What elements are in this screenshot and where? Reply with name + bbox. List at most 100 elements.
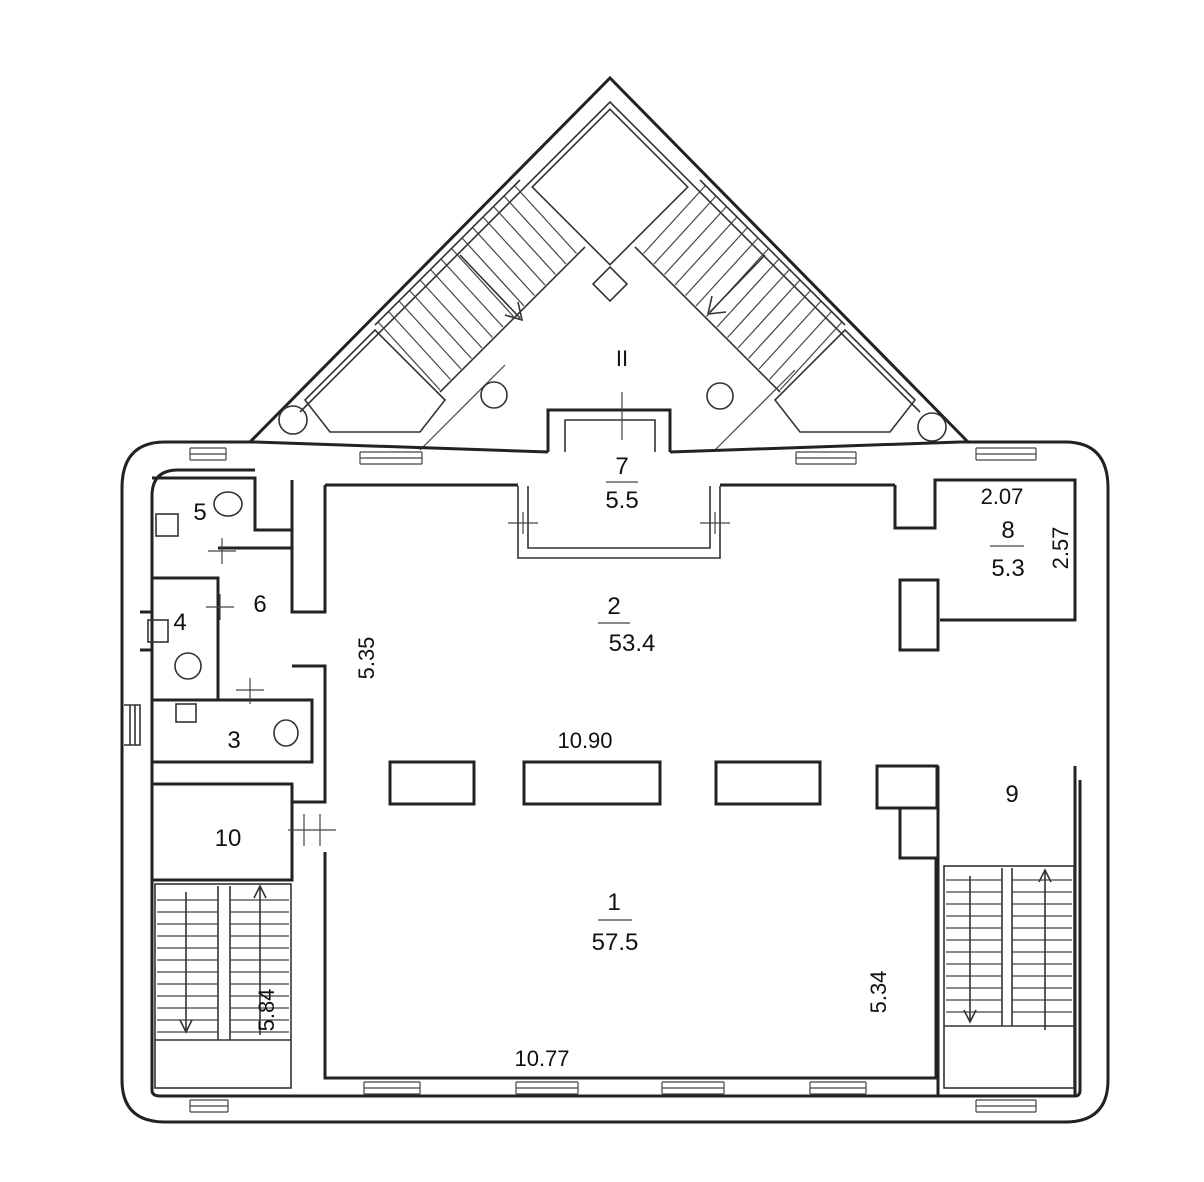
tower-right-tread	[779, 321, 843, 391]
labels: 2 53.4 1 57.5 7 5.5 8 5.3 9 10 3 4 5 6 I…	[173, 346, 1073, 1071]
room-9-walls	[936, 766, 1077, 1096]
tower-left-stringer	[374, 179, 521, 326]
tower-top-landing	[531, 108, 689, 266]
tower-left-tread	[388, 311, 451, 380]
hall-left-wall-lower	[292, 664, 327, 804]
room-7-number: 7	[615, 453, 628, 480]
tower-left-tread	[461, 237, 525, 307]
right-stair-arrow-down	[963, 876, 977, 1024]
room-7-inner	[564, 419, 656, 452]
tower-right-stringer-inner	[634, 246, 781, 393]
room-3-walls	[152, 698, 314, 764]
room-7-niche	[517, 486, 721, 559]
dimension-stair-height: 5.84	[254, 989, 279, 1032]
tower-right-tread	[664, 206, 727, 275]
tower-left-tread	[409, 290, 472, 359]
hall-right-lower-pier	[875, 764, 939, 810]
room-7-walls	[546, 408, 672, 452]
tower-right-tread	[727, 269, 790, 338]
left-stair	[154, 883, 292, 1089]
tower-right-tread	[695, 237, 759, 307]
left-stair-arrow-down	[179, 892, 193, 1034]
room-1-area: 57.5	[592, 929, 639, 956]
room-6-number: 6	[253, 591, 266, 618]
room-7-area: 5.5	[605, 487, 638, 514]
toilet-room-4	[174, 652, 202, 680]
room-4-walls	[140, 578, 218, 702]
room-8-area: 5.3	[991, 555, 1024, 582]
tower-left-tread	[440, 258, 504, 328]
tower-right-stringer	[699, 179, 846, 326]
tower-right-tread	[643, 185, 706, 254]
left-stair-box	[154, 883, 292, 1089]
tower-center-post	[591, 265, 629, 303]
tower-left-arrow	[459, 254, 524, 322]
tower-left-stair-treads	[377, 185, 577, 391]
tower-left-tread	[398, 300, 462, 370]
tower-left-tread	[451, 248, 514, 317]
toilet-room-5	[213, 491, 243, 517]
rooms-5-6-walls	[152, 476, 294, 700]
outer-walls	[120, 440, 1110, 1124]
outer-wall-outline	[120, 440, 1110, 1124]
sink-room-4	[147, 619, 169, 643]
room-5-number: 5	[193, 499, 206, 526]
stair-label: II	[616, 346, 628, 371]
left-door-marks	[206, 538, 336, 846]
tower-right-arrow	[706, 254, 766, 315]
tower-right-tread	[748, 290, 811, 359]
sink-room-3	[175, 703, 197, 723]
room-2-area: 53.4	[609, 630, 656, 657]
left-exterior-step	[124, 704, 141, 746]
left-stair-arrow-up	[253, 884, 267, 1035]
tower-left-tread	[419, 279, 483, 349]
hall-right-pier	[898, 578, 940, 652]
dimension-top-width: 10.90	[557, 728, 612, 753]
column-circle-right-inner	[706, 382, 734, 410]
right-stair	[943, 865, 1075, 1089]
column-circle-left-inner	[480, 381, 508, 409]
beam-1	[388, 760, 476, 806]
tower-right-tread	[653, 195, 717, 265]
column-circle-left-outer	[278, 405, 308, 435]
tower-right-stair-treads	[643, 185, 843, 391]
room-10-walls	[152, 782, 294, 882]
beam-3	[714, 760, 822, 806]
room-7-alcove	[508, 392, 730, 559]
tower-right-tread	[674, 216, 738, 286]
room-10-number: 10	[215, 825, 242, 852]
right-stair-arrow-up	[1038, 868, 1052, 1030]
room-3-number: 3	[227, 727, 240, 754]
dimension-left-height: 5.35	[354, 637, 379, 680]
hall-left-wall-bottom	[323, 808, 938, 1080]
room-8-number: 8	[1001, 517, 1014, 544]
beams	[388, 760, 822, 806]
tower-right-tread	[685, 227, 748, 296]
tower-right-tread	[758, 300, 822, 370]
tower-right-tread	[737, 279, 801, 349]
room-7-door-marks	[508, 392, 730, 534]
right-stair-treads	[944, 868, 1074, 1027]
tower-right-diagonal	[714, 369, 796, 451]
tower-right-tread	[716, 258, 780, 328]
tower-left-landing	[303, 328, 447, 433]
tower-outer-edge	[248, 75, 970, 444]
tower-left-tread	[377, 321, 441, 391]
tower-left-tread	[482, 216, 546, 286]
dimension-right-height: 5.34	[866, 971, 891, 1014]
sink-room-5	[155, 513, 179, 537]
left-rooms	[124, 476, 336, 882]
beam-2	[522, 760, 662, 806]
stair-tower	[248, 75, 970, 451]
right-stair-box	[943, 865, 1075, 1089]
tower-left-tread	[472, 227, 535, 296]
tower-left-tread	[514, 185, 577, 254]
tower-right-landing	[773, 328, 917, 433]
tower-left-tread	[493, 206, 556, 275]
room-4-number: 4	[173, 609, 186, 636]
hall-left-wall-upper	[290, 480, 327, 614]
room-9-number: 9	[1005, 781, 1018, 808]
windows	[189, 447, 1037, 1113]
dimension-room8-height: 2.57	[1048, 527, 1073, 570]
room-1-number: 1	[607, 889, 620, 916]
